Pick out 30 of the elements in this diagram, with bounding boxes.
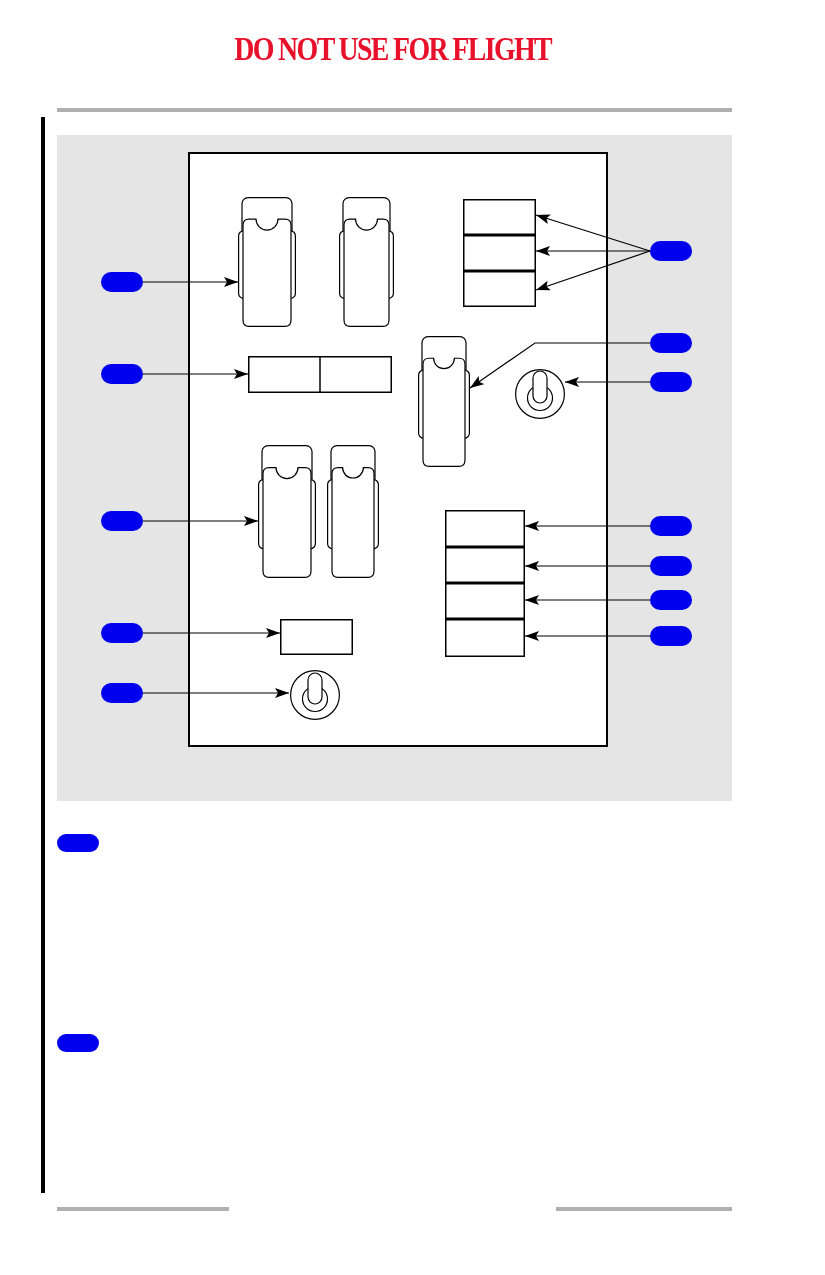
indicator-box [445,547,525,583]
indicator-box [445,619,525,657]
leader-line [524,521,651,531]
leader-line [524,561,651,571]
toggle-switch [515,368,565,420]
indicator-box [445,510,525,547]
leader-line [535,246,651,256]
leader-line [524,631,651,641]
indicator-box [248,356,392,393]
warning-heading: DO NOT USE FOR FLIGHT [233,30,553,68]
thumbwheel [238,197,296,327]
thumbwheel [258,445,316,578]
indicator-box [280,619,353,655]
indicator-box [463,199,536,235]
indicator-box [463,235,536,271]
thumbwheel [418,336,470,467]
indicator-box [445,583,525,619]
leader-line [142,516,259,526]
indicator-box [463,271,536,307]
leader-line [469,342,651,389]
leader-line [142,628,281,638]
leader-line [142,369,249,379]
leader-line [142,277,239,287]
leader-line [142,688,290,698]
leader-line [564,377,651,387]
leader-line [524,595,651,605]
thumbwheel [339,197,394,327]
toggle-switch [289,670,341,720]
leader-line [535,250,651,291]
thumbwheel [327,445,379,578]
